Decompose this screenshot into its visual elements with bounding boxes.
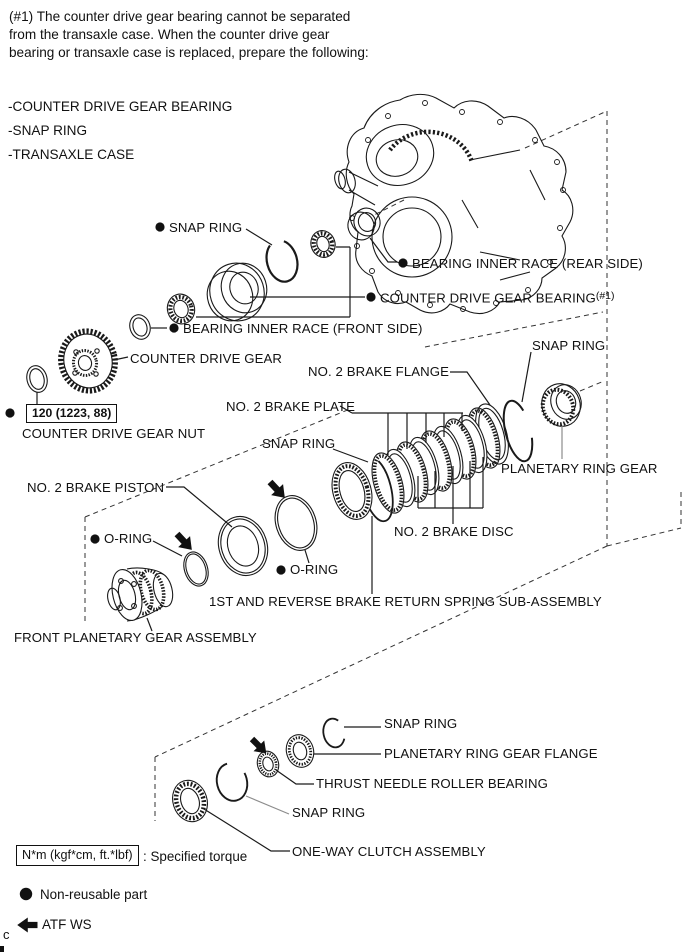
planetary-ring-gear-label: PLANETARY RING GEAR — [501, 461, 658, 476]
atf-arrow-legend-icon — [16, 916, 39, 934]
no2-brake-flange-label: NO. 2 BRAKE FLANGE — [308, 364, 450, 379]
non-reusable-dot — [276, 565, 286, 575]
leader-lines — [36, 228, 563, 852]
torque-spec-box: 120 (1223, 88) — [26, 404, 118, 423]
snap-ring-middle-label: SNAP RING — [262, 436, 336, 451]
o-ring-2-label: O-RING — [290, 562, 339, 577]
snap-ring-upper-right-label: SNAP RING — [532, 338, 606, 353]
non-reusable-dots — [5, 222, 408, 901]
prepare-list-item: -TRANSAXLE CASE — [8, 147, 135, 162]
snap-ring-top-drawing — [265, 239, 299, 283]
return-spring-drawing — [331, 462, 373, 520]
snap-ring-lower-2-label: SNAP RING — [292, 805, 366, 820]
thrust-needle-roller-bearing-label: THRUST NEEDLE ROLLER BEARING — [316, 776, 548, 791]
non-reusable-dot — [398, 258, 408, 268]
torque-units-box: N*m (kgf*cm, ft.*lbf) — [16, 845, 139, 866]
footnote-ref: (#1) — [595, 290, 615, 302]
note-line: bearing or transaxle case is replaced, p… — [9, 45, 369, 60]
front-planetary-label: FRONT PLANETARY GEAR ASSEMBLY — [14, 630, 257, 645]
counter-drive-gear-bearing-drawing — [206, 262, 268, 322]
planetary-ring-gear-drawing — [540, 383, 582, 427]
atf-arrow-icon — [170, 527, 199, 557]
o-ring-1-label: O-RING — [104, 531, 153, 546]
snap-ring-lower-2-drawing — [215, 762, 249, 802]
counter-drive-gear-bearing-text: COUNTER DRIVE GEAR BEARING — [380, 290, 596, 306]
atf-ws-legend-text: ATF WS — [42, 917, 92, 932]
planetary-ring-gear-flange-drawing — [285, 734, 315, 768]
counter-drive-gear-nut-drawing — [26, 365, 48, 393]
no2-brake-piston-drawing — [217, 515, 269, 577]
front-planetary-gear-drawing — [107, 567, 174, 622]
prepare-list-item: -SNAP RING — [8, 123, 88, 138]
legend-non-reusable-dot — [19, 887, 33, 901]
bearing-inner-race-front-drawing — [129, 314, 151, 340]
snap-ring-upper-right-drawing — [502, 399, 534, 463]
specified-torque-text: : Specified torque — [143, 849, 248, 864]
non-reusable-dot — [169, 323, 179, 333]
non-reusable-legend-text: Non-reusable part — [40, 887, 148, 902]
return-spring-label: 1ST AND REVERSE BRAKE RETURN SPRING SUB-… — [209, 594, 602, 609]
snap-ring-lower-1-label: SNAP RING — [384, 716, 458, 731]
snap-ring-top-label: SNAP RING — [169, 220, 243, 235]
non-reusable-dot — [155, 222, 165, 232]
non-reusable-dot — [366, 292, 376, 302]
no2-brake-plate-label: NO. 2 BRAKE PLATE — [226, 399, 355, 414]
thrust-needle-roller-bearing-drawing — [256, 750, 280, 778]
note-line: from the transaxle case. When the counte… — [9, 27, 330, 42]
o-ring-2-drawing — [274, 495, 318, 551]
bearing-inner-race-rear-drawing — [347, 207, 381, 241]
snap-ring-lower-1-drawing — [322, 717, 346, 749]
dashed-plane-lines — [84, 110, 682, 821]
no2-brake-piston-label: NO. 2 BRAKE PISTON — [27, 480, 165, 495]
scan-artifact — [0, 946, 4, 952]
counter-drive-gear-bearing-label: COUNTER DRIVE GEAR BEARING(#1) — [380, 290, 615, 306]
transaxle-case-drawing — [334, 93, 574, 315]
page-footer-mark: c — [3, 927, 10, 942]
counter-drive-gear-drawing — [58, 328, 118, 394]
bearing-inner-race-rear-label: BEARING INNER RACE (REAR SIDE) — [412, 256, 643, 271]
one-way-clutch-drawing — [172, 779, 208, 823]
non-reusable-dot — [90, 534, 100, 544]
non-reusable-dot — [5, 408, 15, 418]
counter-drive-gear-label: COUNTER DRIVE GEAR — [130, 351, 283, 366]
one-way-clutch-label: ONE-WAY CLUTCH ASSEMBLY — [292, 844, 486, 859]
bearing-inner-race-front-label: BEARING INNER RACE (FRONT SIDE) — [183, 321, 423, 336]
no2-brake-disc-label: NO. 2 BRAKE DISC — [394, 524, 514, 539]
note-paragraph: (#1) The counter drive gear bearing cann… — [9, 8, 369, 62]
prepare-list-item: -COUNTER DRIVE GEAR BEARING — [8, 99, 233, 114]
note-line: (#1) The counter drive gear bearing cann… — [9, 9, 351, 24]
counter-drive-gear-nut-label: COUNTER DRIVE GEAR NUT — [22, 426, 206, 441]
no2-brake-disc-plate-stack-drawing — [371, 407, 501, 514]
o-ring-1-drawing — [183, 551, 209, 587]
counter-drive-gear-bearing-inner-drawing — [166, 293, 196, 325]
planetary-ring-gear-flange-label: PLANETARY RING GEAR FLANGE — [384, 746, 598, 761]
counter-drive-gear-bearing-race-drawing — [310, 230, 336, 258]
